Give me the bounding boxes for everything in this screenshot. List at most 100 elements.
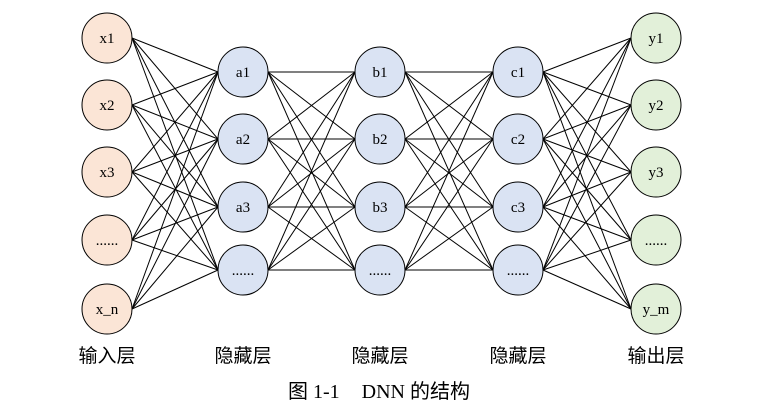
- neuron-circle: [492, 46, 544, 98]
- neuron-circle: [354, 181, 406, 233]
- neuron-label: a2: [236, 132, 250, 148]
- neuron-circle: [217, 46, 269, 98]
- neuron-label: c3: [511, 200, 525, 216]
- neuron-circle: [492, 113, 544, 165]
- neuron-circle: [354, 46, 406, 98]
- connection-hidden3-2-output-3: [542, 206, 632, 241]
- neuron-circle: [630, 214, 682, 266]
- neuron-output-y3: y3: [630, 146, 682, 198]
- neuron-label: c2: [511, 132, 525, 148]
- neuron-label: x1: [100, 31, 115, 47]
- neuron-circle: [81, 146, 133, 198]
- neuron-circle: [630, 79, 682, 131]
- neuron-input-x2: x2: [81, 79, 133, 131]
- neuron-label: y_m: [643, 302, 670, 318]
- neuron-hidden3-c1: c1: [492, 46, 544, 98]
- neuron-hidden2-b2: b2: [354, 113, 406, 165]
- neuron-circle: [492, 181, 544, 233]
- connection-hidden3-3-output-4: [542, 269, 632, 310]
- neuron-hidden3-c3: c3: [492, 181, 544, 233]
- neuron-label: b2: [373, 132, 388, 148]
- neuron-circle: [217, 113, 269, 165]
- neuron-label: ......: [96, 233, 119, 249]
- connection-input-4-hidden1-1: [131, 138, 219, 310]
- connections: [131, 37, 632, 310]
- connection-input-1-hidden1-0: [131, 71, 219, 106]
- neuron-label: y3: [649, 165, 664, 181]
- neuron-label: b3: [373, 200, 388, 216]
- connection-hidden3-1-output-0: [542, 37, 632, 140]
- neuron-hidden2-b1: b1: [354, 46, 406, 98]
- neuron-label: x_n: [96, 302, 119, 318]
- neuron-label: y2: [649, 98, 664, 114]
- neuron-output-y1: y1: [630, 12, 682, 64]
- connection-hidden1-1-hidden2-0: [267, 71, 356, 140]
- neuron-hidden1-a2: a2: [217, 113, 269, 165]
- neuron-circle: [354, 113, 406, 165]
- neuron-output-ellipsis: ......: [630, 214, 682, 266]
- neuron-input-x3: x3: [81, 146, 133, 198]
- connection-hidden3-2-output-4: [542, 206, 632, 310]
- connection-input-3-hidden1-3: [131, 239, 219, 271]
- connection-input-0-hidden1-0: [131, 37, 219, 73]
- connection-hidden3-3-output-2: [542, 171, 632, 271]
- neuron-circle: [81, 283, 133, 335]
- neuron-label: a3: [236, 200, 250, 216]
- connection-input-2-hidden1-0: [131, 71, 219, 173]
- neuron-circle: [81, 12, 133, 64]
- neuron-circle: [630, 12, 682, 64]
- connection-hidden2-3-hidden3-0: [404, 71, 494, 271]
- connection-input-4-hidden1-0: [131, 71, 219, 310]
- connection-hidden3-3-output-0: [542, 37, 632, 271]
- figure-title: DNN 的结构: [362, 380, 470, 403]
- connection-hidden3-3-output-3: [542, 239, 632, 271]
- neuron-label: ......: [232, 263, 255, 279]
- connection-hidden3-2-output-1: [542, 104, 632, 208]
- neuron-label: b1: [373, 65, 388, 81]
- connection-hidden2-2-hidden3-0: [404, 71, 494, 208]
- neuron-circle: [217, 244, 269, 296]
- neuron-label: ......: [645, 233, 668, 249]
- connection-input-2-hidden1-3: [131, 171, 219, 271]
- connection-input-4-hidden1-2: [131, 206, 219, 310]
- connection-hidden3-0-output-0: [542, 37, 632, 73]
- layer-label-hidden3: 隐藏层: [489, 345, 546, 367]
- connection-hidden2-2-hidden3-1: [404, 138, 494, 208]
- connection-hidden1-3-hidden2-0: [267, 71, 356, 271]
- neuron-hidden2-ellipsis: ......: [354, 244, 406, 296]
- layer-label-input: 输入层: [78, 345, 135, 367]
- neuron-circle: [630, 283, 682, 335]
- neuron-circle: [354, 244, 406, 296]
- neuron-label: y1: [649, 31, 664, 47]
- connection-hidden1-2-hidden2-0: [267, 71, 356, 208]
- connection-hidden3-3-output-1: [542, 104, 632, 271]
- neuron-hidden1-ellipsis: ......: [217, 244, 269, 296]
- neuron-output-y2: y2: [630, 79, 682, 131]
- neuron-hidden1-a1: a1: [217, 46, 269, 98]
- connection-hidden2-1-hidden3-0: [404, 71, 494, 140]
- neuron-hidden2-b3: b3: [354, 181, 406, 233]
- connection-input-3-hidden1-0: [131, 71, 219, 241]
- layer-label-output: 输出层: [627, 345, 684, 367]
- neuron-input-ellipsis: ......: [81, 214, 133, 266]
- neuron-label: ......: [369, 263, 392, 279]
- neuron-input-x1: x1: [81, 12, 133, 64]
- neuron-circle: [81, 79, 133, 131]
- connection-hidden3-2-output-2: [542, 171, 632, 208]
- figure-number: 图 1-1: [288, 381, 340, 403]
- connection-hidden1-3-hidden2-2: [267, 206, 356, 271]
- connection-input-4-hidden1-3: [131, 269, 219, 310]
- figure-caption: 图 1-1 DNN 的结构: [288, 380, 470, 403]
- connection-hidden3-0-output-4: [542, 71, 632, 310]
- neuron-label: ......: [507, 263, 530, 279]
- connection-hidden2-3-hidden3-2: [404, 206, 494, 271]
- connection-input-0-hidden1-3: [131, 37, 219, 271]
- neuron-circle: [81, 214, 133, 266]
- layer-label-hidden1: 隐藏层: [214, 345, 271, 367]
- layer-label-hidden2: 隐藏层: [351, 345, 408, 367]
- neuron-output-ym: y_m: [630, 283, 682, 335]
- neuron-input-xn: x_n: [81, 283, 133, 335]
- layer-labels: 输入层 隐藏层 隐藏层 隐藏层 输出层: [78, 345, 684, 367]
- connection-hidden3-2-output-0: [542, 37, 632, 208]
